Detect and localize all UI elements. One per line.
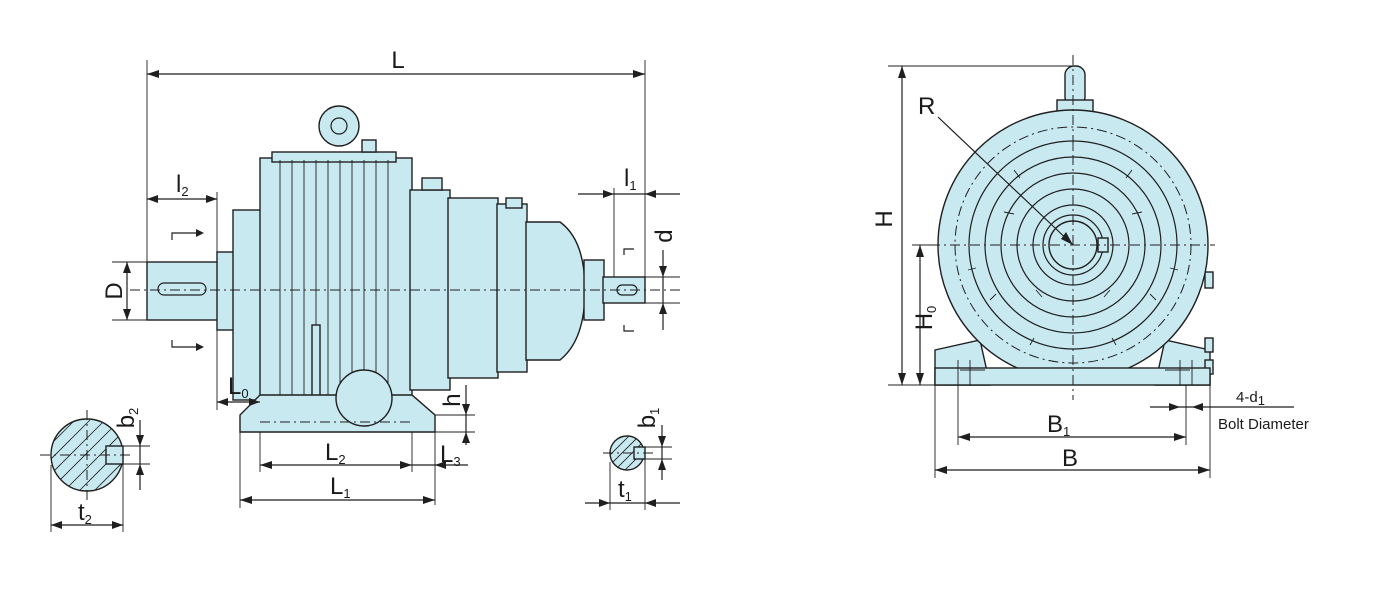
dim-L2: L2 bbox=[325, 439, 346, 467]
dim-R: R bbox=[918, 93, 935, 120]
main-housing bbox=[259, 157, 413, 409]
dim-D: D bbox=[101, 282, 128, 299]
dim-h: h bbox=[439, 393, 466, 406]
top-plug-1 bbox=[421, 177, 443, 191]
housing-top-rib bbox=[271, 151, 397, 163]
small-shaft-section: b1 t1 bbox=[585, 408, 680, 510]
dim-l1: l1 bbox=[624, 165, 637, 193]
dim-B1: B1 bbox=[1047, 411, 1070, 439]
side-dimensions: L l2 l1 d D L0 bbox=[101, 47, 680, 508]
large-shaft-section: b2 t2 bbox=[40, 408, 150, 532]
side-view bbox=[130, 105, 680, 433]
dim-H: H bbox=[871, 210, 898, 227]
dim-H0: H0 bbox=[911, 306, 939, 331]
dim-L1: L1 bbox=[330, 473, 351, 501]
front-view: R bbox=[918, 55, 1215, 400]
dim-t2: t2 bbox=[78, 499, 92, 527]
dim-L0: L0 bbox=[228, 373, 249, 401]
output-shaft bbox=[146, 261, 220, 321]
vent-cap bbox=[361, 139, 377, 153]
front-flange bbox=[232, 209, 262, 401]
third-stage-ring bbox=[496, 203, 528, 373]
front-dimensions: H H0 B1 B 4-d1 Bolt Diameter bbox=[871, 65, 1309, 478]
shaft-keyway bbox=[157, 282, 207, 296]
dim-d: d bbox=[651, 229, 678, 242]
base-boss bbox=[335, 369, 393, 427]
input-bell bbox=[525, 221, 586, 361]
dim-L: L bbox=[391, 47, 404, 74]
dim-L3: L3 bbox=[440, 441, 461, 469]
third-stage-housing bbox=[447, 197, 499, 379]
dim-l2: l2 bbox=[176, 171, 189, 199]
top-plug-2 bbox=[505, 197, 523, 209]
bolt-diameter-note: Bolt Diameter bbox=[1218, 416, 1309, 433]
dim-b1: b1 bbox=[634, 408, 662, 429]
dim-B: B bbox=[1062, 445, 1078, 472]
dim-b2: b2 bbox=[113, 408, 141, 429]
lifting-eye bbox=[318, 105, 360, 147]
bolt-code: 4-d1 bbox=[1236, 389, 1265, 408]
dim-t1: t1 bbox=[618, 476, 632, 504]
